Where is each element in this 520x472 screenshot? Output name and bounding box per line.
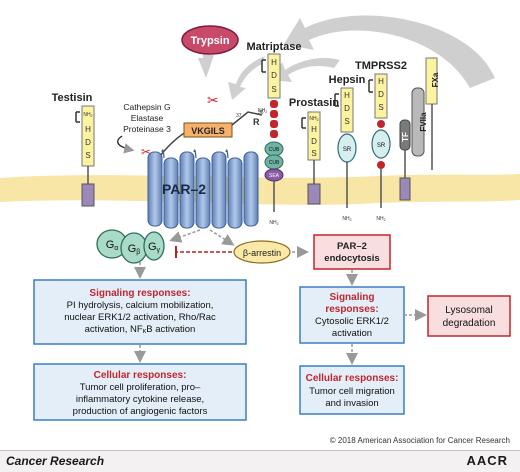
left-signaling-box: Signaling responses: PI hydrolysis, calc… xyxy=(33,279,247,345)
tmprss2: TMPRSS2 H D S SR NH2 xyxy=(355,60,407,222)
right-signaling-line1: Cytosolic ERK1/2 xyxy=(315,316,389,327)
matriptase: Matriptase H D S CUB CUB SEA NH2 xyxy=(246,41,301,226)
hepsin-nh2: NH2 xyxy=(342,216,351,222)
sea-domain: SEA xyxy=(269,173,280,179)
testisin-h: H xyxy=(85,125,91,134)
right-signaling-box: Signaling responses: Cytosolic ERK1/2 ac… xyxy=(299,286,405,344)
residue-r: R xyxy=(253,117,260,127)
prostasin-h: H xyxy=(311,125,317,134)
tmprss2-s: S xyxy=(378,103,383,112)
arrestin-inhibition xyxy=(175,246,232,258)
left-cellular-title: Cellular responses: xyxy=(94,370,187,381)
prostasin-d: D xyxy=(311,137,317,146)
residue-36: 36 xyxy=(258,110,264,116)
testisin: Testisin NH2 H D S xyxy=(52,92,95,207)
matriptase-h: H xyxy=(271,58,277,67)
testisin-label: Testisin xyxy=(52,92,93,104)
g-gamma: Gγ xyxy=(148,241,161,254)
right-cellular-line2: and invasion xyxy=(325,398,378,409)
matriptase-nh2: NH2 xyxy=(269,220,278,226)
testisin-s: S xyxy=(85,151,90,160)
par2-n-terminus: VKGILS 37 R 36 ✂ NH2 xyxy=(159,92,267,157)
elastase-label: Elastase xyxy=(131,113,164,123)
hepsin: Hepsin H D S SR NH2 xyxy=(329,74,366,222)
left-signaling-title: Signaling responses: xyxy=(89,288,190,299)
proteinase-3-label: Proteinase 3 xyxy=(123,124,171,134)
par2-receptor: PAR–2 xyxy=(147,149,259,229)
journal-footer: Cancer Research AACR xyxy=(0,450,520,472)
par2-label: PAR–2 xyxy=(162,181,206,197)
right-cellular-title: Cellular responses: xyxy=(306,373,399,384)
cathepsin-g-label: Cathepsin G xyxy=(123,102,170,112)
right-signaling-title2: responses: xyxy=(325,304,378,315)
residue-37: 37 xyxy=(236,113,242,119)
receptor-nh2: NH2 xyxy=(258,108,267,114)
prostasin-label: Prostasin xyxy=(289,97,339,109)
arrestin-label: β-arrestin xyxy=(243,248,281,258)
hepsin-sr: SR xyxy=(343,147,352,153)
hepsin-h: H xyxy=(344,91,350,100)
neutrophil-proteases: Cathepsin G Elastase Proteinase 3 ✂ xyxy=(117,102,171,159)
right-cellular-box: Cellular responses: Tumor cell migration… xyxy=(299,365,405,415)
aacr-logo: AACR xyxy=(466,453,508,468)
beta-arrestin: β-arrestin xyxy=(233,240,291,264)
endocytosis-line1: PAR–2 xyxy=(337,241,367,252)
tmprss2-d: D xyxy=(378,90,384,99)
g-beta: Gβ xyxy=(128,243,141,256)
tf-label: TF xyxy=(401,132,410,142)
cub-domain-2: CUB xyxy=(269,160,280,166)
prostasin-nh2: NH2 xyxy=(309,116,318,122)
scissors-icon: ✂ xyxy=(141,145,151,159)
hepsin-label: Hepsin xyxy=(329,74,366,86)
testisin-d: D xyxy=(85,138,91,147)
copyright-notice: © 2018 American Association for Cancer R… xyxy=(329,436,510,445)
trypsin-label: Trypsin xyxy=(190,35,229,47)
hepsin-d: D xyxy=(344,104,350,113)
fxa-label: FXa xyxy=(431,72,440,87)
endocytosis-line2: endocytosis xyxy=(324,253,379,264)
arrow-receptor-to-g xyxy=(169,229,201,243)
prostasin: Prostasin NH2 H D S xyxy=(289,97,339,205)
lysosomal-line1: Lysosomal xyxy=(445,305,492,316)
tmprss2-label: TMPRSS2 xyxy=(355,60,407,72)
g-protein-complex: Gα Gβ Gγ xyxy=(96,229,165,264)
cell-membrane xyxy=(0,174,520,205)
left-cellular-box: Cellular responses: Tumor cell prolifera… xyxy=(33,363,247,421)
left-signaling-line3: activation, NFκB activation xyxy=(85,324,196,335)
endocytosis-box: PAR–2 endocytosis xyxy=(313,234,391,270)
journal-name: Cancer Research xyxy=(6,454,105,468)
left-cellular-line3: production of angiogenic factors xyxy=(73,406,208,417)
fviia-label: FVIIa xyxy=(419,112,428,132)
tmprss2-nh2: NH2 xyxy=(376,216,385,222)
tethered-ligand-label: VKGILS xyxy=(191,126,225,136)
left-cellular-line2: inflammatory cytokine release, xyxy=(76,394,204,405)
trypsin: Trypsin xyxy=(181,25,239,55)
hepsin-s: S xyxy=(344,117,349,126)
g-alpha: Gα xyxy=(106,239,119,252)
cub-domain-1: CUB xyxy=(269,147,280,153)
right-signaling-line2: activation xyxy=(332,328,372,339)
lysosomal-degradation-box: Lysosomal degradation xyxy=(427,295,511,337)
arrow-receptor-to-arrestin xyxy=(209,229,235,246)
activation-arrows xyxy=(198,15,495,100)
tmprss2-h: H xyxy=(378,77,384,86)
right-cellular-line1: Tumor cell migration xyxy=(309,386,395,397)
right-signaling-title: Signaling xyxy=(330,292,375,303)
left-signaling-line2: nuclear ERK1/2 activation, Rho/Rac xyxy=(64,312,216,323)
matriptase-s: S xyxy=(271,85,276,94)
matriptase-label: Matriptase xyxy=(246,41,301,53)
testisin-nh2: NH2 xyxy=(83,112,92,118)
matriptase-d: D xyxy=(271,71,277,80)
prostasin-s: S xyxy=(311,149,316,158)
tf-fviia-fxa-complex: TF FVIIa FXa xyxy=(399,57,440,201)
left-signaling-line1: PI hydrolysis, calcium mobilization, xyxy=(67,300,214,311)
tmprss2-sr: SR xyxy=(377,143,386,149)
lysosomal-line2: degradation xyxy=(443,318,496,329)
left-cellular-line1: Tumor cell proliferation, pro– xyxy=(80,382,201,393)
scissors-icon: ✂ xyxy=(207,92,219,108)
